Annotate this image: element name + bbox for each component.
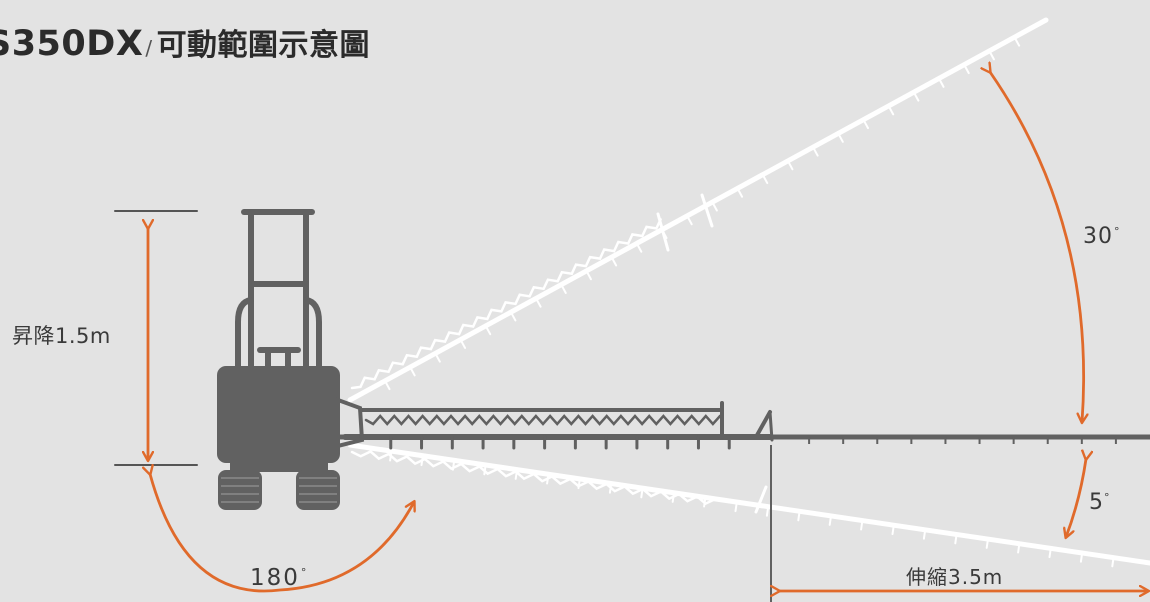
- degree-mark: °: [1114, 224, 1121, 238]
- boom-tick: [988, 50, 995, 61]
- boom-tick: [787, 160, 794, 171]
- boom-tick: [765, 505, 770, 517]
- lift-text: 昇降1.5m: [12, 324, 111, 348]
- extension-text: 伸縮3.5m: [906, 565, 1004, 589]
- rotation-label: 180°: [250, 565, 308, 591]
- tilt-up-text: 30: [1083, 224, 1113, 249]
- excavator-icon: [217, 209, 365, 510]
- boom-tick: [636, 242, 643, 253]
- boom-tick: [510, 311, 517, 322]
- rotation-text: 180: [250, 565, 300, 591]
- boom-tick: [484, 325, 492, 336]
- tilt-down-text: 5: [1089, 490, 1103, 515]
- boom-tick: [913, 91, 920, 102]
- page-title: S350DX/可動範圍示意圖: [0, 20, 370, 64]
- title-separator: /: [145, 36, 153, 60]
- boom-tick: [384, 380, 391, 391]
- boom-tick: [985, 538, 989, 549]
- model-name: S350DX: [0, 24, 144, 64]
- track: [296, 470, 340, 510]
- tilt-up-label: 30°: [1083, 224, 1121, 249]
- lift-label: 昇降1.5m: [12, 320, 111, 350]
- boom-tick: [1048, 547, 1052, 559]
- measurement-arrows: [114, 72, 1148, 593]
- boom-tick: [585, 270, 592, 281]
- boom-tick: [409, 366, 416, 377]
- boom-tick: [736, 187, 744, 198]
- tilt-up-arrow: [990, 72, 1084, 422]
- boom-tick: [887, 105, 895, 116]
- degree-mark: °: [1104, 490, 1110, 504]
- boom-tick: [837, 132, 844, 143]
- boom-main: [342, 401, 774, 450]
- degree-mark: °: [300, 566, 309, 580]
- boom-upper-ghost: [347, 17, 1049, 403]
- boom-tick: [922, 528, 927, 540]
- boom-tick: [891, 524, 895, 536]
- boom-tick: [860, 519, 864, 531]
- boom-tick: [610, 256, 618, 267]
- track-icon: [218, 470, 340, 510]
- boom-tick: [761, 174, 769, 185]
- tilt-down-label: 5°: [1089, 490, 1110, 515]
- boom-tick: [862, 119, 870, 130]
- extension-label: 伸縮3.5m: [906, 561, 1003, 590]
- boom-lower-ghost: [347, 442, 1150, 568]
- boom-tick: [711, 201, 718, 212]
- rotation-arrow: [150, 474, 414, 593]
- track: [218, 470, 262, 510]
- boom-tick: [734, 501, 738, 513]
- boom-tick: [812, 146, 819, 157]
- boom-tick: [797, 510, 801, 522]
- boom-tick: [434, 352, 441, 363]
- boom-tick: [938, 77, 945, 88]
- tilt-down-arrow: [1066, 459, 1086, 537]
- boom-tick: [828, 515, 832, 526]
- boom-tick: [560, 284, 567, 294]
- boom-tick: [1079, 551, 1084, 563]
- boom-tick: [1111, 556, 1115, 568]
- boom-tick: [954, 533, 958, 545]
- boom-tick: [686, 215, 693, 226]
- boom-tick: [459, 339, 467, 349]
- title-subtitle: 可動範圍示意圖: [156, 28, 371, 63]
- boom-tick: [535, 297, 542, 308]
- boom-tick: [1017, 542, 1021, 554]
- boom-tick: [1013, 36, 1021, 47]
- boom-tick: [963, 64, 970, 75]
